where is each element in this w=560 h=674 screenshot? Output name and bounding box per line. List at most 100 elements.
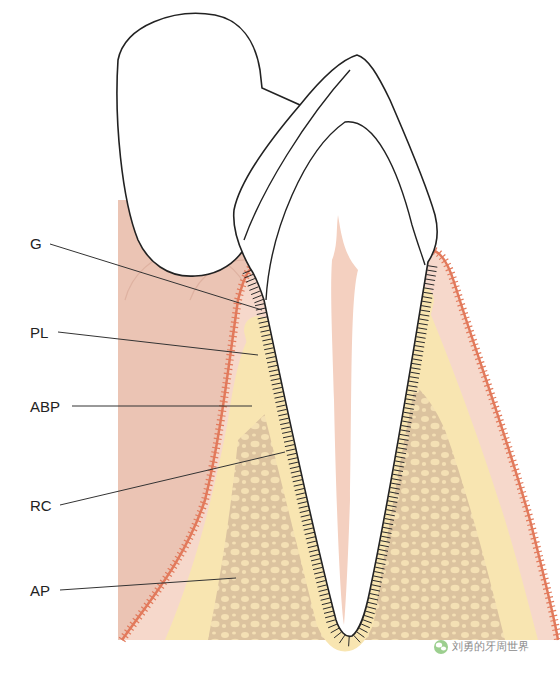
- pdl-fiber: [354, 635, 360, 642]
- pdl-fiber: [248, 283, 257, 287]
- pdl-fiber: [287, 453, 296, 455]
- pdl-fiber: [361, 624, 370, 628]
- pdl-fiber: [369, 598, 378, 600]
- pdl-fiber: [403, 417, 412, 419]
- pdl-fiber: [280, 423, 289, 425]
- pdl-fiber: [278, 414, 287, 416]
- pdl-fiber: [325, 615, 334, 617]
- pdl-fiber: [410, 372, 419, 374]
- pdl-fiber: [275, 401, 284, 403]
- pdl-fiber: [385, 519, 394, 521]
- pdl-fiber: [326, 620, 335, 623]
- pdl-fiber: [364, 615, 373, 618]
- pdl-fiber: [259, 321, 268, 323]
- pdl-fiber: [421, 306, 430, 308]
- pdl-fiber: [428, 266, 437, 268]
- pdl-fiber: [292, 475, 301, 477]
- pdl-fiber: [367, 607, 376, 609]
- pdl-fiber: [401, 426, 410, 428]
- pdl-fiber: [427, 270, 436, 272]
- pdl-fiber: [254, 299, 263, 302]
- enamel-line: [244, 70, 350, 240]
- pdl-fiber: [284, 440, 293, 442]
- pdl-fiber: [413, 359, 422, 361]
- pdl-fiber: [261, 335, 270, 337]
- pdl-fiber: [409, 381, 418, 383]
- pdl-fiber: [390, 488, 399, 490]
- pdl-fiber: [328, 624, 337, 628]
- pdl-fiber: [298, 502, 307, 504]
- pdl-fiber: [246, 279, 255, 283]
- pdl-fiber: [267, 361, 276, 363]
- pdl-fiber: [272, 383, 281, 385]
- pdl-fiber: [264, 348, 273, 350]
- gingiva-surface: [430, 250, 558, 640]
- watermark: 刘勇的牙周世界: [452, 641, 529, 652]
- gingiva-ridges: [122, 266, 252, 640]
- pdl-fiber: [383, 527, 392, 529]
- pdl-fiber: [305, 532, 314, 534]
- pdl-fiber: [407, 390, 416, 392]
- pdl-fiber: [380, 545, 389, 547]
- pdl-fiber: [405, 403, 414, 405]
- pdl-fiber: [276, 405, 285, 407]
- pdl-fiber: [339, 635, 344, 643]
- part-label: G: [30, 236, 42, 251]
- pdl-fiber: [313, 567, 322, 569]
- pdl-fiber: [419, 319, 428, 321]
- pdl-fiber: [277, 409, 286, 411]
- pdl-fiber: [394, 465, 403, 467]
- pdl-fiber: [407, 394, 416, 396]
- pdl-fiber: [386, 510, 395, 512]
- pdl-fiber: [319, 589, 328, 591]
- pdl-fiber: [390, 492, 399, 494]
- part-label: ABP: [30, 399, 60, 414]
- pdl-fiber: [391, 483, 400, 485]
- pdl-fiber: [304, 528, 313, 530]
- pdl-fiber: [370, 594, 379, 596]
- pdl-fiber: [263, 343, 272, 345]
- pdl-fiber: [357, 632, 365, 638]
- pdl-fiber: [394, 470, 403, 472]
- pdl-fiber: [311, 559, 320, 561]
- pdl-fiber: [406, 399, 415, 401]
- pdl-fiber: [424, 292, 433, 294]
- pdl-fiber: [418, 328, 427, 330]
- pdl-fiber: [374, 572, 383, 574]
- pdl-fiber: [307, 541, 316, 543]
- pdl-fiber: [253, 295, 262, 299]
- pdl-fiber: [281, 427, 290, 429]
- pdl-fiber: [244, 274, 253, 278]
- pdl-fiber: [414, 350, 423, 352]
- pdl-fiber: [255, 304, 264, 306]
- pdl-fiber: [371, 589, 380, 591]
- pdl-fiber: [378, 554, 387, 556]
- pdl-fiber: [366, 611, 375, 614]
- leader-line: [60, 452, 285, 505]
- pdl-fiber: [262, 339, 271, 341]
- pdl-fiber: [401, 430, 410, 432]
- pdl-fiber: [395, 461, 404, 463]
- pdl-fiber: [402, 421, 411, 423]
- pdl-fiber: [417, 332, 426, 334]
- pdl-fiber: [348, 637, 350, 646]
- pdl-fiber: [412, 363, 421, 365]
- pdl-fiber: [375, 567, 384, 569]
- pdl-fiber: [397, 452, 406, 454]
- pdl-fiber: [393, 474, 402, 476]
- pdl-fiber: [379, 549, 388, 551]
- pdl-fiber: [411, 368, 420, 370]
- pdl-fiber: [294, 484, 303, 486]
- pdl-fiber: [404, 412, 413, 414]
- pdl-fiber: [398, 443, 407, 445]
- pdl-fiber: [271, 379, 280, 381]
- pdl-fiber: [285, 445, 294, 447]
- pdl-fiber: [410, 377, 419, 379]
- pdl-fiber: [418, 323, 427, 325]
- pdl-fiber: [297, 497, 306, 499]
- pdl-fiber: [373, 580, 382, 582]
- pdl-fiber: [389, 496, 398, 498]
- leader-line: [60, 578, 236, 590]
- pdl-fiber: [260, 326, 269, 328]
